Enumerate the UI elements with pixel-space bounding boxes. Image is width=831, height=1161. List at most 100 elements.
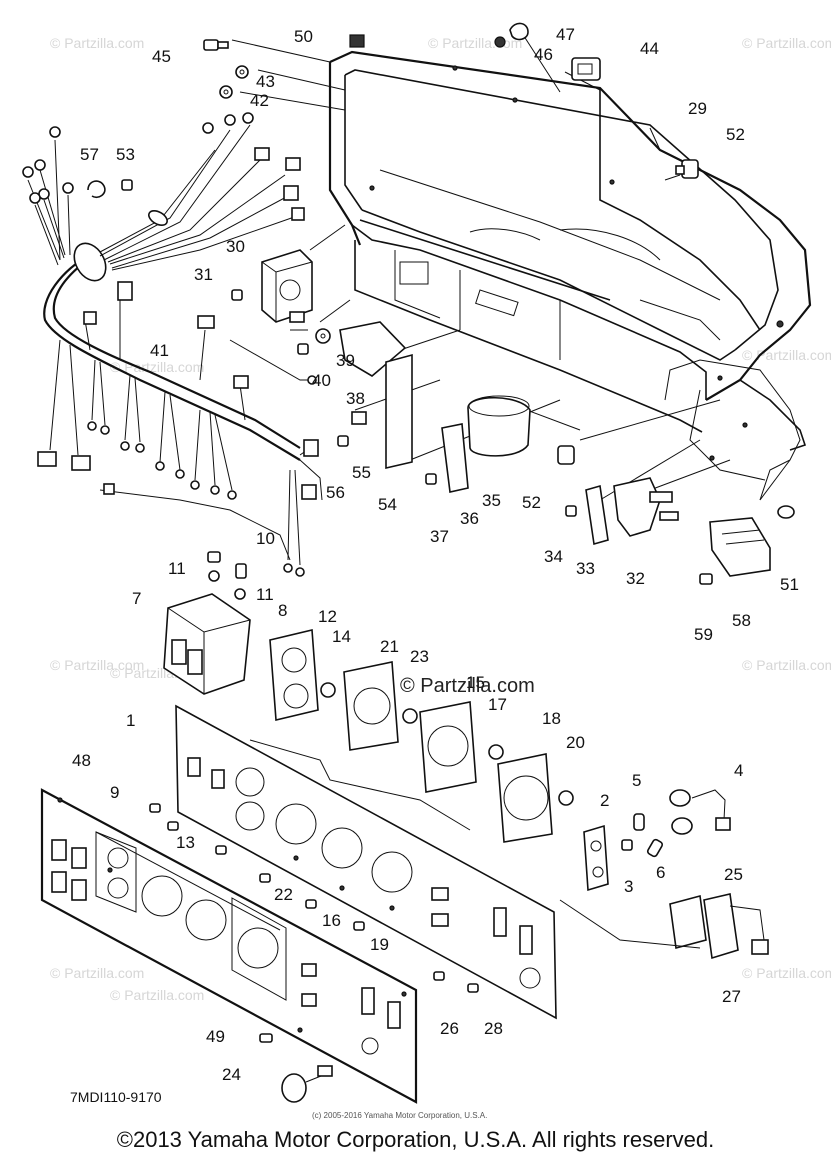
part-56-screw [337, 435, 349, 447]
label-41: 41 [150, 341, 169, 360]
label-35: 35 [482, 491, 501, 510]
drawing-code: 7MDI110-9170 [70, 1089, 162, 1105]
part-34-screw [565, 505, 577, 517]
label-44: 44 [640, 39, 659, 58]
part-54-plate [385, 353, 413, 470]
label-51: 51 [780, 575, 799, 594]
label-16: 16 [322, 911, 341, 930]
part-11-washer-a [207, 551, 221, 582]
part-22-screw [259, 873, 271, 883]
part-16-screw [305, 899, 317, 909]
wiring-harness [22, 112, 323, 577]
label-46: 46 [534, 45, 553, 64]
label-43: 43 [256, 72, 275, 91]
watermark: © Partzilla.com [50, 965, 144, 981]
watermark: © Partzilla.com [50, 657, 144, 673]
part-52-bushing [675, 159, 699, 179]
part-44-outlet [571, 57, 601, 81]
part-15-receptacle [419, 701, 477, 793]
label-52b: 52 [522, 493, 541, 512]
part-13-screw [215, 845, 227, 855]
part-12-receptacle [269, 629, 319, 721]
label-56: 56 [326, 483, 345, 502]
label-33: 33 [576, 559, 595, 578]
label-38: 38 [346, 389, 365, 408]
part-33-bracket [585, 484, 609, 546]
watermark: © Partzilla.com [742, 35, 831, 51]
label-59: 59 [694, 625, 713, 644]
part-59-screw [699, 573, 713, 585]
label-54: 54 [378, 495, 397, 514]
label-17: 17 [488, 695, 507, 714]
label-12: 12 [318, 607, 337, 626]
part-7-circuit-breaker [163, 593, 251, 695]
part-27-outlet [703, 893, 769, 960]
part-19-screw [353, 921, 365, 931]
label-9: 9 [110, 783, 119, 802]
label-7: 7 [132, 589, 141, 608]
label-1: 1 [126, 711, 135, 730]
part-58-rectifier [709, 517, 771, 577]
label-47: 47 [556, 25, 575, 44]
label-10: 10 [256, 529, 275, 548]
part-11-washer-b [234, 588, 246, 600]
label-3: 3 [624, 877, 633, 896]
label-4: 4 [734, 761, 743, 780]
label-18: 18 [542, 709, 561, 728]
part-43-washer [235, 65, 249, 79]
part-40-screw [297, 343, 309, 355]
part-32-solenoid [613, 477, 679, 537]
label-58: 58 [732, 611, 751, 630]
label-5: 5 [632, 771, 641, 790]
part-47-clip [509, 22, 529, 41]
part-20-nut [558, 790, 574, 806]
label-19: 19 [370, 935, 389, 954]
label-36: 36 [460, 509, 479, 528]
part-21-receptacle [343, 661, 399, 751]
part-35-capacitor [467, 395, 531, 457]
watermark: © Partzilla.com [110, 987, 204, 1003]
part-23-nut [402, 708, 418, 724]
label-13: 13 [176, 833, 195, 852]
label-49: 49 [206, 1027, 225, 1046]
part-24-meter [281, 1065, 333, 1103]
leader-25-27 [559, 899, 701, 949]
watermark: © Partzilla.com [110, 359, 204, 375]
part-18-receptacle [497, 753, 553, 843]
part-30-regulator [261, 249, 313, 323]
label-21: 21 [380, 637, 399, 656]
label-23: 23 [410, 647, 429, 666]
part-37-screw [425, 473, 437, 485]
watermark-main: © Partzilla.com [400, 675, 535, 697]
small-copyright: (c) 2005-2016 Yamaha Motor Corporation, … [312, 1111, 487, 1120]
part-1-panel [175, 704, 557, 1020]
part-52-bushing-lower [557, 445, 575, 465]
part-50-label [349, 34, 365, 48]
part-48-front-panel [40, 788, 418, 1104]
label-42: 42 [250, 91, 269, 110]
label-22: 22 [274, 885, 293, 904]
part-26-screw [433, 971, 445, 981]
part-2-switch [583, 824, 609, 892]
part-25-outlet [669, 894, 707, 950]
label-52a: 52 [726, 125, 745, 144]
part-31-screw [231, 289, 243, 301]
label-37: 37 [430, 527, 449, 546]
label-57: 57 [80, 145, 99, 164]
label-8: 8 [278, 601, 287, 620]
label-28: 28 [484, 1019, 503, 1038]
label-25: 25 [724, 865, 743, 884]
label-32: 32 [626, 569, 645, 588]
label-31: 31 [194, 265, 213, 284]
watermark: © Partzilla.com [50, 35, 144, 51]
part-46-nut [494, 36, 506, 48]
footer-copyright: ©2013 Yamaha Motor Corporation, U.S.A. A… [116, 1127, 715, 1152]
part-55-bracket [351, 411, 367, 425]
label-20: 20 [566, 733, 585, 752]
label-29: 29 [688, 99, 707, 118]
label-2: 2 [600, 791, 609, 810]
part-17-nut [488, 744, 504, 760]
part-51-grommet [777, 505, 795, 519]
label-6: 6 [656, 863, 665, 882]
